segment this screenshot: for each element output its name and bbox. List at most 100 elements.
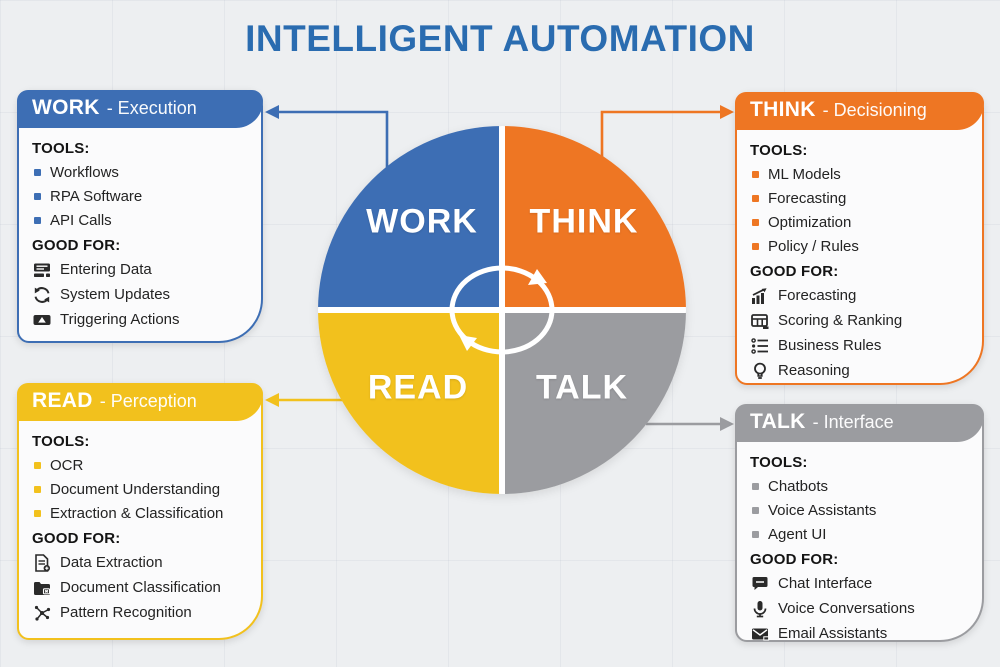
sync-icon — [32, 285, 52, 305]
rules-list-icon — [750, 336, 770, 356]
read-perception-panel: READ - Perception TOOLS: OCR Document Un… — [17, 383, 263, 640]
document-extract-icon — [32, 553, 52, 573]
work-connector-arrow — [265, 105, 389, 168]
quadrant-label-think: THINK — [529, 202, 639, 241]
good-for-item-label: System Updates — [60, 286, 171, 303]
tool-label: OCR — [50, 456, 84, 474]
list-item: OCR — [32, 453, 251, 477]
bullet-square-icon — [752, 530, 759, 538]
talk-interface-panel: TALK - Interface TOOLS: Chatbots Voice A… — [735, 404, 984, 642]
data-entry-icon — [32, 260, 52, 280]
tool-label: Workflows — [50, 163, 119, 181]
tool-label: ML Models — [768, 165, 841, 183]
bullet-square-icon — [752, 218, 759, 226]
bullet-square-icon — [34, 509, 41, 517]
work-panel-body: TOOLS: Workflows RPA Software API Calls … — [19, 128, 261, 338]
good-for-item-label: Chat Interface — [778, 575, 873, 592]
read-panel-body: TOOLS: OCR Document Understanding Extrac… — [19, 421, 261, 631]
good-for-label: GOOD FOR: — [32, 237, 121, 254]
work-panel-title: WORK — [32, 96, 100, 119]
automation-cycle-diagram: WORK THINK READ TALK — [318, 126, 686, 494]
tool-label: RPA Software — [50, 187, 143, 205]
good-for-label: GOOD FOR: — [750, 551, 839, 568]
folder-classify-icon — [32, 578, 52, 598]
list-item: Email Assistants — [750, 621, 972, 646]
bullet-square-icon — [34, 485, 41, 493]
list-item: System Updates — [32, 282, 251, 307]
list-item: RPA Software — [32, 184, 251, 208]
email-icon — [750, 624, 770, 644]
tool-label: Extraction & Classification — [50, 504, 224, 522]
bullet-square-icon — [752, 242, 759, 250]
good-for-label: GOOD FOR: — [750, 263, 839, 280]
list-item: Pattern Recognition — [32, 600, 251, 625]
list-item: Forecasting — [750, 283, 972, 308]
good-for-item-label: Voice Conversations — [778, 600, 915, 617]
read-panel-subtitle: - Perception — [99, 390, 197, 411]
good-for-item-label: Entering Data — [60, 261, 152, 278]
list-item: Optimization — [750, 210, 972, 234]
good-for-item-label: Email Assistants — [778, 625, 888, 642]
talk-panel-subtitle: - Interface — [812, 411, 894, 432]
think-panel-title: THINK — [750, 98, 816, 121]
tool-label: Forecasting — [768, 189, 847, 207]
think-connector-arrow — [600, 105, 734, 158]
list-item: Triggering Actions — [32, 307, 251, 332]
list-item: Scoring & Ranking — [750, 308, 972, 333]
bullet-square-icon — [34, 192, 41, 200]
tool-label: Document Understanding — [50, 480, 221, 498]
talk-panel-title: TALK — [750, 410, 806, 433]
think-panel-header: THINK - Decisioning — [735, 92, 984, 130]
read-panel-header: READ - Perception — [17, 383, 263, 421]
work-panel-subtitle: - Execution — [106, 97, 197, 118]
tool-label: Agent UI — [768, 525, 827, 543]
good-for-item-label: Pattern Recognition — [60, 604, 192, 621]
tools-label: TOOLS: — [32, 433, 90, 450]
read-panel-title: READ — [32, 389, 93, 412]
think-decisioning-panel: THINK - Decisioning TOOLS: ML Models For… — [735, 92, 984, 385]
bullet-square-icon — [34, 216, 41, 224]
tool-label: Chatbots — [768, 477, 829, 495]
bullet-square-icon — [34, 168, 41, 176]
think-panel-subtitle: - Decisioning — [822, 99, 927, 120]
microphone-icon — [750, 599, 770, 619]
quadrant-label-talk: TALK — [535, 368, 629, 407]
tool-label: Voice Assistants — [768, 501, 877, 519]
pattern-network-icon — [32, 603, 52, 623]
scoring-table-icon — [750, 311, 770, 331]
page-title: INTELLIGENT AUTOMATION — [245, 18, 755, 59]
work-panel-header: WORK - Execution — [17, 90, 263, 128]
list-item: Business Rules — [750, 333, 972, 358]
tools-label: TOOLS: — [32, 140, 90, 157]
good-for-item-label: Reasoning — [778, 362, 850, 379]
list-item: Forecasting — [750, 186, 972, 210]
work-execution-panel: WORK - Execution TOOLS: Workflows RPA So… — [17, 90, 263, 343]
think-panel-body: TOOLS: ML Models Forecasting Optimizatio… — [737, 130, 982, 389]
bullet-square-icon — [752, 482, 759, 490]
forecast-chart-icon — [750, 286, 770, 306]
read-connector-arrow — [265, 393, 344, 407]
good-for-item-label: Business Rules — [778, 337, 882, 354]
list-item: Document Classification — [32, 575, 251, 600]
list-item: Extraction & Classification — [32, 501, 251, 525]
tool-label: Optimization — [768, 213, 852, 231]
list-item: Entering Data — [32, 257, 251, 282]
bullet-square-icon — [752, 506, 759, 514]
good-for-item-label: Triggering Actions — [60, 311, 180, 328]
quadrant-label-read: READ — [367, 368, 469, 407]
list-item: API Calls — [32, 208, 251, 232]
talk-panel-body: TOOLS: Chatbots Voice Assistants Agent U… — [737, 442, 982, 652]
list-item: Document Understanding — [32, 477, 251, 501]
good-for-item-label: Data Extraction — [60, 554, 163, 571]
good-for-item-label: Forecasting — [778, 287, 857, 304]
bullet-square-icon — [752, 194, 759, 202]
tools-label: TOOLS: — [750, 454, 808, 471]
list-item: Voice Assistants — [750, 498, 972, 522]
bullet-square-icon — [752, 170, 759, 178]
chat-bubble-icon — [750, 574, 770, 594]
quadrant-label-work: WORK — [366, 202, 478, 241]
trigger-icon — [32, 310, 52, 330]
quadrant-divider-horizontal — [318, 307, 686, 313]
good-for-item-label: Document Classification — [60, 579, 221, 596]
cycle-arrow-icon — [449, 265, 555, 355]
